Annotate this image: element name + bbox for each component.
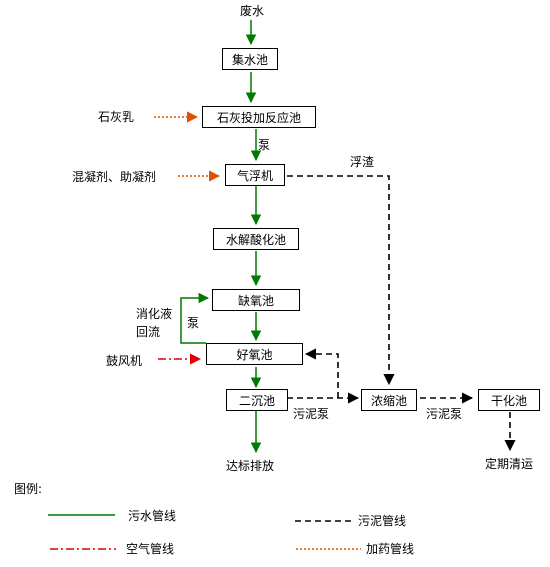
thickener-box: 浓缩池 (361, 389, 417, 411)
periodic-removal-label: 定期清运 (485, 457, 534, 471)
blower-label: 鼓风机 (106, 354, 143, 368)
reflux-line (180, 292, 210, 344)
legend-sewage-label: 污水管线 (128, 509, 177, 523)
coagulant-label: 混凝剂、助凝剂 (72, 170, 157, 184)
drying-bed-box: 干化池 (478, 389, 540, 411)
legend-sludge-label: 污泥管线 (358, 514, 407, 528)
flotation-machine-box: 气浮机 (225, 164, 285, 186)
discharge-label: 达标排放 (226, 459, 275, 473)
lime-reaction-tank-box: 石灰投加反应池 (202, 106, 316, 128)
collection-tank-box: 集水池 (222, 48, 278, 70)
reflux-label: 回流 (136, 325, 161, 339)
legend-title: 图例: (14, 482, 43, 496)
sludge-pump-label-1: 污泥泵 (293, 407, 330, 421)
secondary-clarifier-box: 二沉池 (226, 389, 288, 411)
pump-label: 泵 (258, 138, 271, 152)
aerobic-tank-box: 好氧池 (206, 343, 303, 365)
scum-label: 浮渣 (350, 155, 375, 169)
legend-dosing-label: 加药管线 (366, 542, 415, 556)
hydrolysis-tank-box: 水解酸化池 (213, 228, 299, 250)
legend-air-label: 空气管线 (126, 542, 175, 556)
anoxic-tank-box: 缺氧池 (212, 289, 300, 311)
scum-line (287, 175, 395, 386)
sludge-pump-label-2: 污泥泵 (426, 407, 463, 421)
wastewater-label: 废水 (240, 4, 265, 18)
sludge-return-line (304, 348, 339, 398)
lime-milk-label: 石灰乳 (98, 110, 135, 124)
nitrate-liquid-label: 消化液 (136, 307, 173, 321)
reflux-pump-label: 泵 (187, 316, 200, 330)
